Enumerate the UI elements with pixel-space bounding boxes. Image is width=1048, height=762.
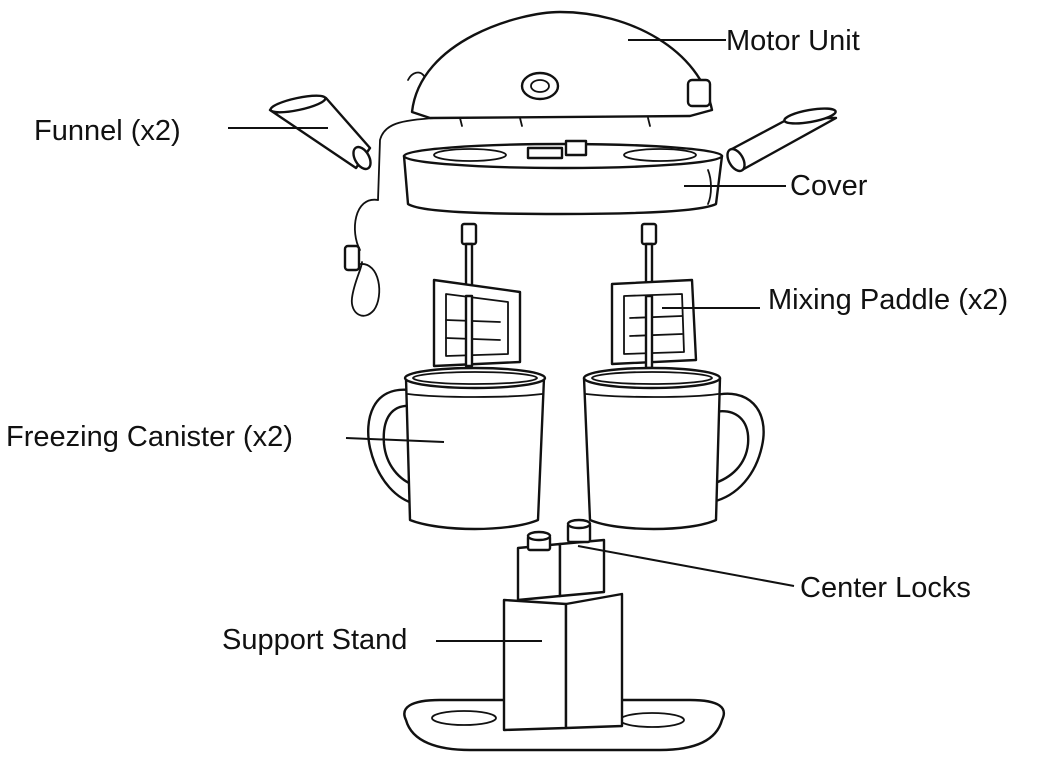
mixing-paddle-right-part (610, 222, 698, 370)
cover-label: Cover (790, 170, 868, 202)
center-locks-label: Center Locks (800, 572, 971, 604)
freezing-canister-right-part (582, 366, 765, 531)
motor-unit-label: Motor Unit (726, 25, 860, 57)
cover-part (402, 139, 724, 216)
power-cord (343, 117, 437, 317)
funnel-label: Funnel (x2) (34, 115, 181, 147)
freezing-canister-left-part (367, 366, 547, 531)
support-stand-part (403, 592, 725, 752)
freezing-canister-leader (345, 437, 445, 443)
funnel-left-part (268, 94, 372, 171)
center-locks-leader (577, 545, 795, 587)
funnel-right-part (726, 107, 838, 173)
freezing-canister-label: Freezing Canister (x2) (6, 421, 293, 453)
mixing-paddle-label: Mixing Paddle (x2) (768, 284, 1008, 316)
motor-unit-part (407, 10, 714, 127)
mixing-paddle-left-part (432, 222, 522, 368)
center-locks-part (516, 518, 606, 602)
support-stand-label: Support Stand (222, 624, 407, 656)
